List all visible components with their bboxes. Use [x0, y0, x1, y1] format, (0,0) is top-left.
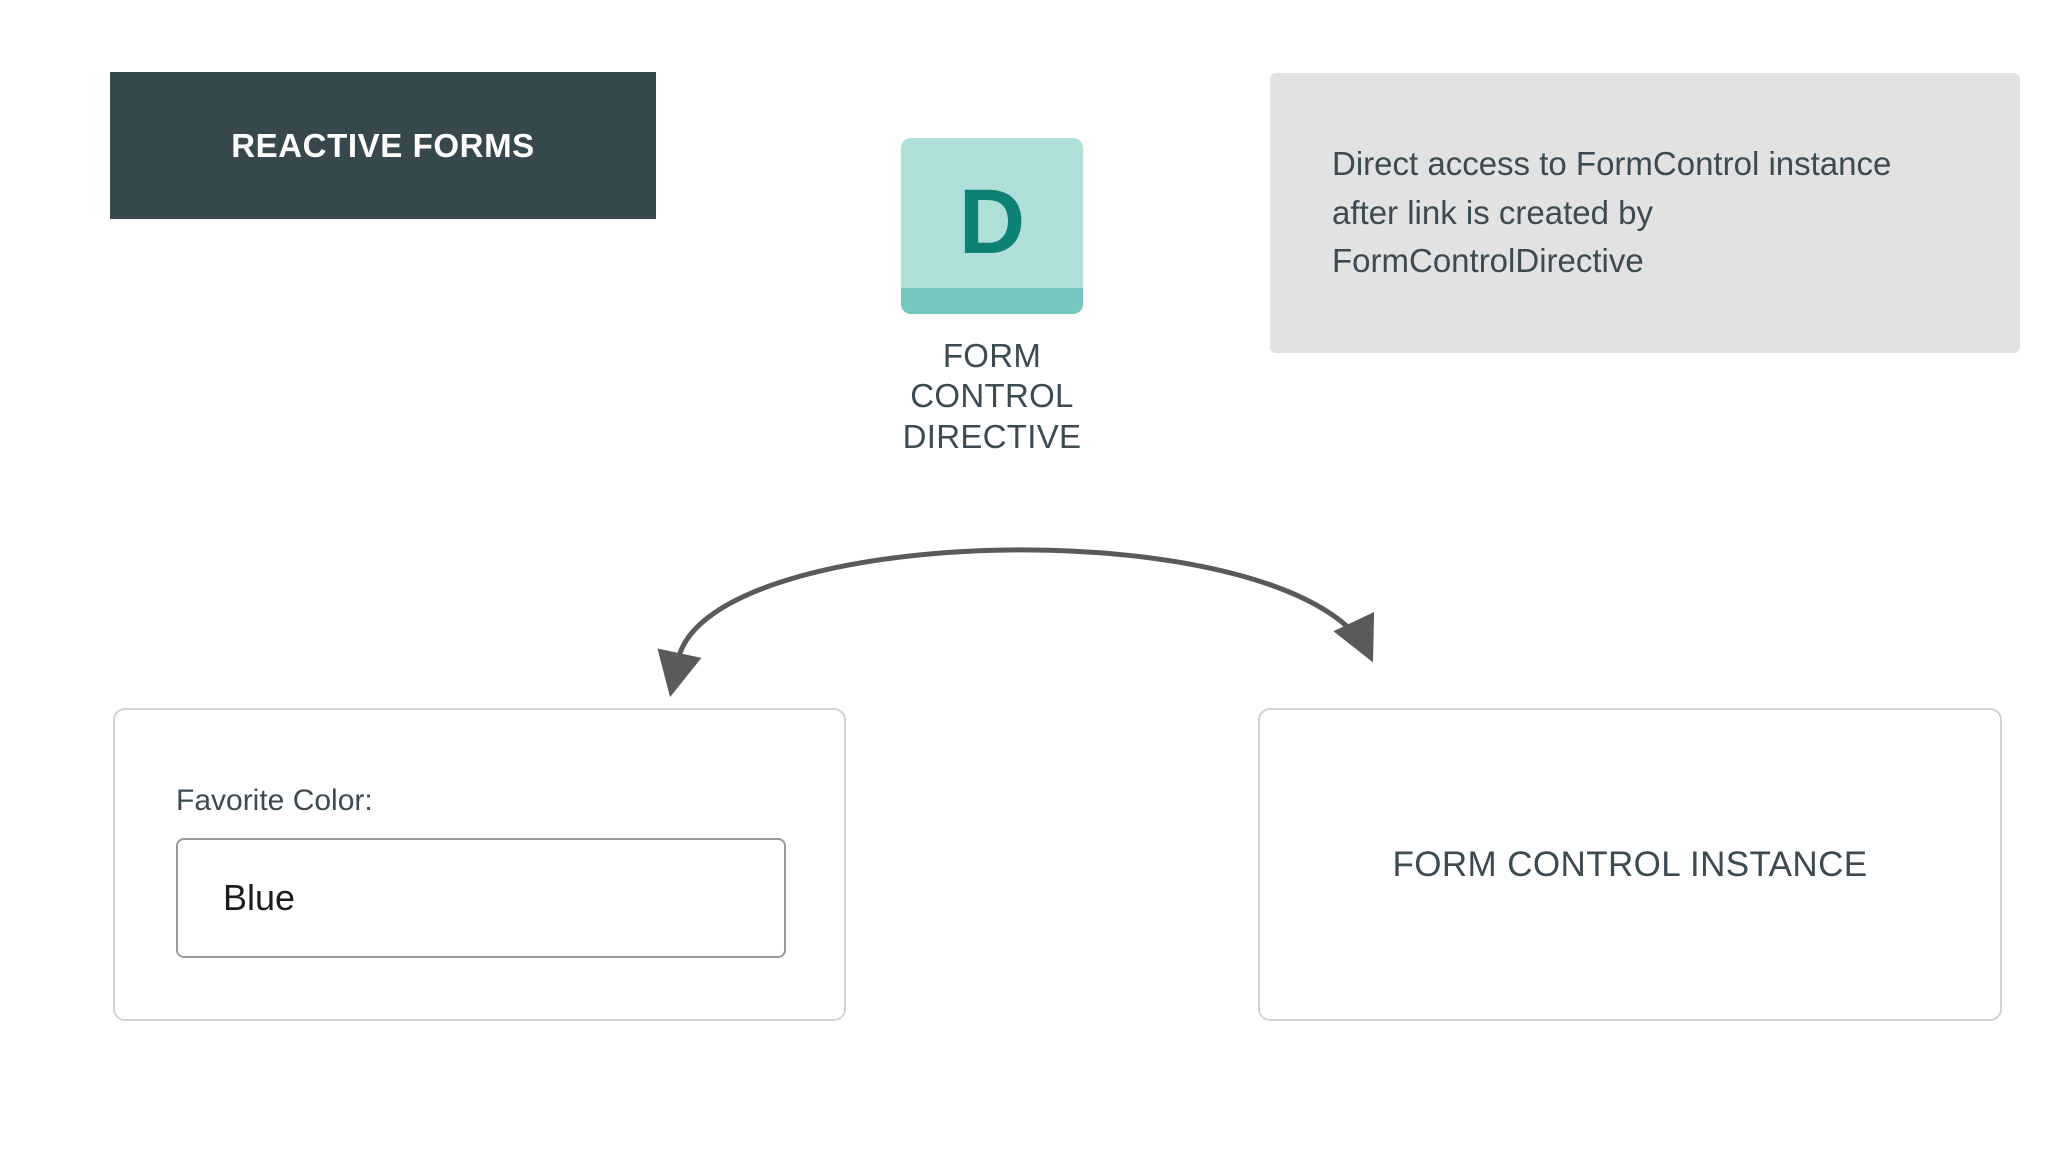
- directive-icon-glyph: D: [958, 171, 1026, 273]
- favorite-color-input[interactable]: [176, 838, 786, 958]
- form-control-directive-block: D FORM CONTROL DIRECTIVE: [862, 138, 1122, 457]
- directive-icon-bottom-band: [901, 288, 1083, 314]
- reactive-forms-banner: REACTIVE FORMS: [110, 72, 656, 219]
- favorite-color-form-card: Favorite Color:: [113, 708, 846, 1021]
- reactive-forms-banner-label: REACTIVE FORMS: [231, 126, 535, 164]
- arrow-path: [657, 547, 1374, 698]
- double-headed-curved-arrow: [657, 547, 1374, 698]
- form-control-instance-label: FORM CONTROL INSTANCE: [1392, 844, 1868, 884]
- direct-access-note-text: Direct access to FormControl instance af…: [1332, 144, 1892, 280]
- form-control-instance-card: FORM CONTROL INSTANCE: [1258, 708, 2002, 1021]
- form-control-directive-caption: FORM CONTROL DIRECTIVE: [902, 337, 1082, 455]
- favorite-color-label: Favorite Color:: [176, 784, 373, 817]
- direct-access-note-box: Direct access to FormControl instance af…: [1270, 73, 2020, 353]
- directive-letter-d-icon: D: [901, 138, 1083, 314]
